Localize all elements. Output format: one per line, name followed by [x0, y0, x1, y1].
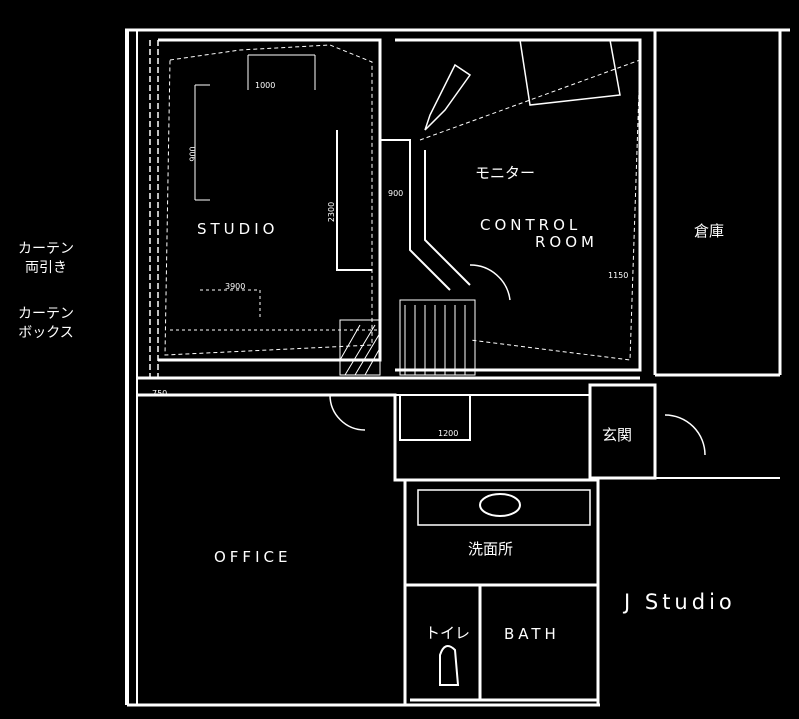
washroom-wall: [405, 478, 600, 587]
dim-900b: 900: [388, 189, 404, 198]
dim-1200: 1200: [438, 429, 459, 438]
room-control-line1: CONTROL: [480, 216, 582, 234]
room-studio: STUDIO: [197, 220, 279, 238]
curtain-box-line2: ボックス: [18, 325, 74, 341]
plan-title: J Studio: [624, 590, 736, 614]
room-control-line2: ROOM: [535, 233, 598, 251]
door-swing-entrance: [664, 414, 706, 456]
curtain-rail: [149, 40, 159, 380]
studio-dim-line: [194, 54, 316, 201]
curtain-box-note: カーテン ボックス: [18, 305, 74, 343]
bath-wall: [478, 585, 598, 702]
studio-wall: [158, 38, 382, 362]
dim-750: 750: [152, 389, 168, 398]
studio-booth: [336, 130, 372, 271]
room-toilet: トイレ: [425, 624, 471, 642]
office-wall: [137, 393, 407, 705]
washbasin: [479, 493, 521, 517]
room-entrance: 玄関: [602, 426, 633, 444]
studio-inner: [164, 44, 373, 356]
sound-lock: [339, 299, 476, 376]
room-monitor: モニター: [475, 164, 536, 182]
control-corridor: [380, 139, 471, 291]
curtain-double-line1: カーテン: [18, 241, 74, 257]
room-storage: 倉庫: [694, 222, 725, 240]
dim-3900: 3900: [225, 282, 246, 291]
door-swing-2: [329, 394, 366, 431]
dim-1150: 1150: [608, 271, 629, 280]
storage-wall: [653, 30, 782, 377]
control-room-wall: [395, 38, 642, 372]
dim-900: 900: [188, 146, 198, 162]
room-office: OFFICE: [214, 548, 292, 566]
dim-1000: 1000: [255, 81, 276, 90]
curtain-double-note: カーテン 両引き: [18, 240, 74, 278]
dim-2300: 2300: [327, 201, 337, 223]
control-room-inner: [419, 59, 641, 361]
room-washroom: 洗面所: [468, 540, 514, 558]
room-bath: BATH: [504, 625, 560, 643]
door-swing-1: [469, 264, 511, 301]
monitor-console: [424, 39, 621, 131]
curtain-box-line1: カーテン: [18, 306, 74, 322]
guide-lines: [170, 289, 380, 331]
toilet-bowl: [439, 645, 460, 686]
lobby: [395, 394, 591, 480]
washroom-counter: [417, 489, 591, 526]
curtain-double-line2: 両引き: [25, 260, 67, 276]
